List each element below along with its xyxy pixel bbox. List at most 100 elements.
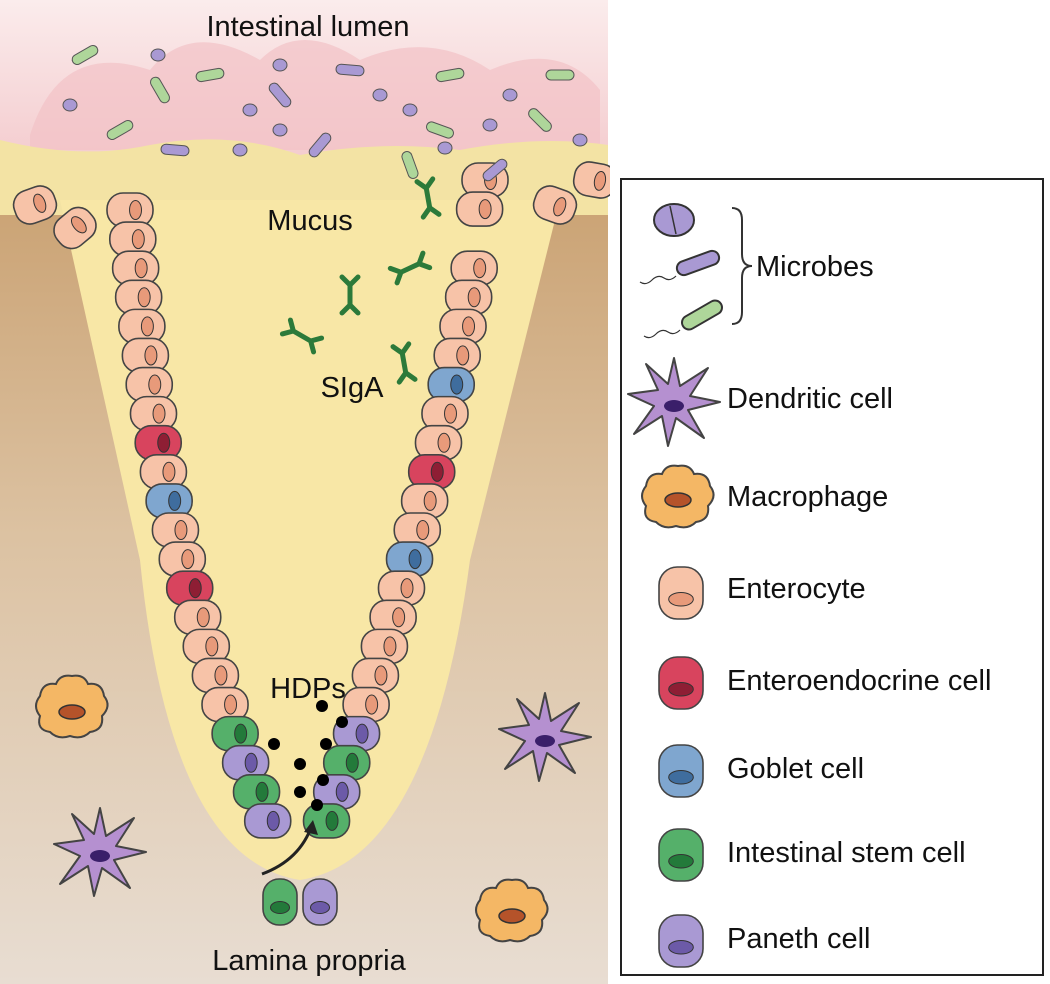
legend: Microbes Dendritic cell Macrophage Enter… — [620, 178, 1044, 976]
microbe-rod — [308, 132, 332, 158]
microbe-coccus — [437, 141, 453, 155]
crypt-cell-left-enterocyte — [114, 279, 163, 316]
crypt-cell-left-enterocyte — [129, 395, 178, 432]
crypt-cell-left-enterocyte — [121, 337, 170, 374]
microbe-rod — [71, 45, 99, 65]
label-intestinal-lumen: Intestinal lumen — [206, 11, 409, 43]
enterocyte-cell-shape — [658, 566, 704, 620]
crypt-cell-right-enterocyte — [369, 599, 417, 636]
microbe-rod — [545, 69, 575, 81]
crypt-cell-left-enterocyte — [111, 250, 160, 286]
microbes-icon — [639, 203, 752, 339]
label-hdps: HDPs — [270, 673, 346, 705]
microbe-coccus — [272, 123, 288, 137]
crypt-cell-right-enterocyte — [351, 657, 400, 694]
label-mucus: Mucus — [267, 205, 352, 237]
crypt-cell-right-enterocyte — [455, 191, 504, 227]
microbe-rod — [335, 63, 365, 77]
paneth-cell-shape — [658, 914, 704, 968]
crypt-cell-right-enteroendocrine — [407, 454, 456, 490]
enteroendocrine-icon — [658, 656, 704, 710]
crypt-cell-right-enterocyte — [433, 337, 482, 374]
mucus-top-layer — [0, 139, 608, 215]
crypt-cell-right-enterocyte — [400, 483, 449, 519]
macrophage — [35, 674, 109, 739]
crypt-cell-left-enterocyte — [182, 628, 231, 665]
goblet-icon — [658, 744, 704, 798]
dendritic-cell — [53, 807, 147, 897]
microbe-coccus — [402, 103, 418, 117]
microbe-coccus — [232, 143, 248, 157]
microbe-coccus — [272, 58, 288, 72]
stem-cell-shape — [658, 828, 704, 882]
microbe-rod — [160, 143, 190, 157]
siga-dimer — [390, 341, 418, 385]
dendritic-cell — [498, 692, 592, 782]
paneth-icon — [658, 914, 704, 968]
microbe-cluster — [62, 45, 588, 182]
crypt-cell-left-stem — [211, 715, 259, 752]
legend-enteroendocrine-cell: Enteroendocrine cell — [727, 665, 992, 697]
enterocyte-icon — [658, 566, 704, 620]
microbe-rod — [482, 158, 508, 182]
microbe-rod — [150, 76, 170, 104]
microbe-coccus — [502, 88, 518, 102]
microbe-coccus — [572, 133, 588, 147]
crypt-cell-left-paneth — [221, 744, 270, 781]
microbe-rod — [528, 108, 552, 132]
legend-microbes: Microbes — [756, 251, 874, 283]
crypt-cell-bottom-paneth — [302, 878, 338, 926]
crypt-cell-bottom-stem — [262, 878, 298, 926]
surface-cell-enterocyte — [532, 185, 578, 225]
goblet-cell-shape — [658, 744, 704, 798]
crypt-cell-right-enterocyte — [444, 279, 493, 316]
enteroendocrine-cell-shape — [658, 656, 704, 710]
legend-macrophage: Macrophage — [727, 481, 889, 513]
crypt-diagram: Intestinal lumen Mucus SIgA HDPs Lamina … — [0, 0, 610, 984]
hdp-dots — [268, 700, 348, 811]
microbe-rod — [435, 67, 465, 83]
microbe-rod — [401, 151, 419, 179]
legend-enterocyte: Enterocyte — [727, 573, 866, 605]
crypt-cell-right-enterocyte — [393, 512, 442, 548]
crypt-cell-left-paneth — [243, 803, 292, 839]
microbe-coccus — [62, 98, 78, 112]
legend-dendritic-cell: Dendritic cell — [727, 383, 893, 415]
siga-dimer — [414, 176, 442, 220]
microbe-rod — [268, 82, 292, 108]
crypt-cell-right-enterocyte — [439, 308, 487, 345]
stem-icon — [658, 828, 704, 882]
label-siga: SIgA — [321, 372, 385, 404]
label-lamina-propria: Lamina propria — [212, 945, 406, 977]
surface-cell-enterocyte — [572, 161, 610, 199]
surface-cell-enterocyte — [53, 206, 97, 250]
microbe-rod — [195, 67, 225, 83]
lumen-bubbles — [30, 40, 600, 150]
crypt-cell-left-enterocyte — [125, 366, 174, 403]
surface-cell-enterocyte — [12, 185, 58, 225]
microbe-rod — [426, 121, 454, 139]
microbe-coccus — [482, 118, 498, 132]
crypt-cell-left-enterocyte — [139, 454, 188, 490]
dendritic-cell-icon — [627, 357, 721, 447]
microbe-coccus — [242, 103, 258, 117]
crypt-cell-left-enterocyte — [158, 541, 207, 577]
lamina-propria-immune-cells — [35, 674, 592, 943]
legend-paneth-cell: Paneth cell — [727, 923, 871, 955]
crypt-epithelium — [12, 161, 610, 926]
siga-antibodies — [279, 176, 442, 385]
macrophage — [475, 878, 549, 943]
crypt-cell-right-enterocyte — [414, 424, 463, 461]
crypt-cell-right-enterocyte — [450, 250, 498, 286]
crypt-cell-left-enterocyte — [108, 221, 157, 257]
crypt-cell-right-enterocyte — [377, 570, 426, 606]
hdp-arrow-head — [304, 820, 318, 835]
microbe-coccus — [372, 88, 388, 102]
siga-dimer — [279, 317, 325, 355]
crypt-cell-left-enterocyte — [191, 657, 240, 694]
legend-goblet-cell: Goblet cell — [727, 753, 865, 785]
macrophage-icon — [641, 464, 715, 529]
crypt-cell-right-enterocyte — [421, 395, 469, 432]
legend-intestinal-stem-cell: Intestinal stem cell — [727, 837, 966, 869]
siga-dimer — [387, 250, 433, 286]
